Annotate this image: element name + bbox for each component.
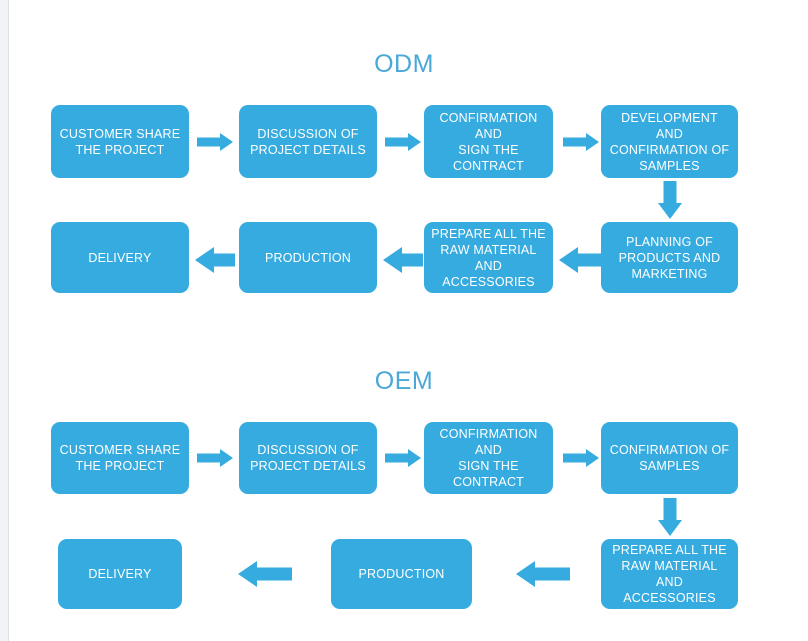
node-line: PRODUCTS AND	[618, 250, 721, 265]
arrow-right-icon	[385, 448, 421, 468]
node-line: PROJECT DETAILS	[250, 142, 366, 157]
node-odm-planning-of-products-and-marketing[interactable]: PLANNING OF PRODUCTS AND MARKETING	[601, 222, 738, 293]
node-odm-confirmation-and-sign-the-contract[interactable]: CONFIRMATION AND SIGN THE CONTRACT	[424, 105, 553, 178]
node-odm-discussion-of-project-details[interactable]: DISCUSSION OF PROJECT DETAILS	[239, 105, 377, 178]
arrow-left-icon	[383, 247, 423, 273]
arrow-right-icon	[563, 448, 599, 468]
arrow-right-icon	[563, 132, 599, 152]
node-line: RAW MATERIAL AND	[621, 559, 718, 589]
node-odm-production[interactable]: PRODUCTION	[239, 222, 377, 293]
node-line: THE PROJECT	[75, 459, 165, 473]
node-line: CUSTOMER SHARE	[59, 126, 181, 141]
node-line: CONFIRMATION AND	[439, 427, 538, 457]
node-line: ACCESSORIES	[442, 274, 535, 289]
node-line: SAMPLES	[639, 459, 700, 473]
node-line: PROJECT DETAILS	[250, 459, 366, 473]
page-left-rule	[8, 0, 9, 641]
node-line: DEVELOPMENT AND	[621, 110, 718, 141]
node-line: SAMPLES	[639, 158, 700, 173]
arrow-down-icon	[656, 498, 684, 536]
node-line: CONFIRMATION OF	[609, 142, 730, 157]
arrow-left-icon	[516, 561, 570, 587]
node-odm-development-and-confirmation-of-samples[interactable]: DEVELOPMENT AND CONFIRMATION OF SAMPLES	[601, 105, 738, 178]
page-left-gutter	[0, 0, 8, 641]
arrow-right-icon	[197, 132, 233, 152]
node-oem-discussion-of-project-details[interactable]: DISCUSSION OF PROJECT DETAILS	[239, 422, 377, 494]
node-line: ACCESSORIES	[623, 591, 716, 605]
node-line: THE PROJECT	[75, 142, 165, 157]
node-odm-delivery[interactable]: DELIVERY	[51, 222, 189, 293]
arrow-left-icon	[238, 561, 292, 587]
node-line: SIGN THE CONTRACT	[452, 142, 525, 173]
node-oem-customer-share-the-project[interactable]: CUSTOMER SHARE THE PROJECT	[51, 422, 189, 494]
node-line: PREPARE ALL THE	[612, 543, 727, 557]
node-line: DISCUSSION OF	[257, 443, 359, 457]
node-line: PLANNING OF	[626, 234, 713, 249]
node-line: DELIVERY	[88, 567, 152, 581]
node-line: DELIVERY	[88, 250, 152, 265]
node-line: CONFIRMATION OF	[609, 443, 730, 457]
arrow-down-icon	[656, 181, 684, 219]
node-oem-confirmation-of-samples[interactable]: CONFIRMATION OF SAMPLES	[601, 422, 738, 494]
node-oem-prepare-all-the-raw-material-and-accessories[interactable]: PREPARE ALL THE RAW MATERIAL AND ACCESSO…	[601, 539, 738, 609]
node-line: CONFIRMATION AND	[439, 110, 538, 141]
node-odm-customer-share-the-project[interactable]: CUSTOMER SHARE THE PROJECT	[51, 105, 189, 178]
node-line: DISCUSSION OF	[257, 126, 359, 141]
arrow-left-icon	[559, 247, 601, 273]
node-oem-delivery[interactable]: DELIVERY	[58, 539, 182, 609]
arrow-left-icon	[195, 247, 235, 273]
node-odm-prepare-all-the-raw-material-and-accessories[interactable]: PREPARE ALL THE RAW MATERIAL AND ACCESSO…	[424, 222, 553, 293]
node-line: PRODUCTION	[264, 250, 352, 265]
arrow-right-icon	[385, 132, 421, 152]
node-line: MARKETING	[631, 266, 708, 281]
node-line: CUSTOMER SHARE	[59, 443, 181, 457]
node-line: RAW MATERIAL AND	[440, 242, 537, 273]
section-title-oem: OEM	[374, 367, 434, 395]
node-oem-production[interactable]: PRODUCTION	[331, 539, 472, 609]
node-line: SIGN THE CONTRACT	[452, 459, 525, 489]
arrow-right-icon	[197, 448, 233, 468]
section-title-odm: ODM	[374, 50, 434, 78]
node-line: PRODUCTION	[358, 567, 445, 581]
node-line: PREPARE ALL THE	[431, 226, 546, 241]
node-oem-confirmation-and-sign-the-contract[interactable]: CONFIRMATION AND SIGN THE CONTRACT	[424, 422, 553, 494]
